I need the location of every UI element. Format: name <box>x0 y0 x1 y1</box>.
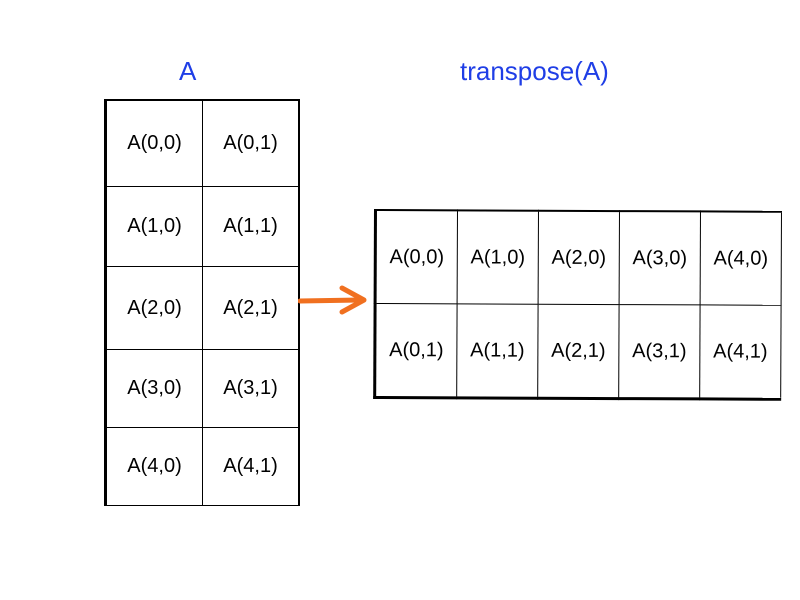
matrix-a-row: A(2,0) A(2,1) <box>105 266 300 350</box>
matrix-a-row: A(3,0) A(3,1) <box>105 349 300 428</box>
matrix-a-cell: A(2,1) <box>202 266 300 350</box>
matrix-transpose-row: A(0,0) A(1,0) A(2,0) A(3,0) A(4,0) <box>375 210 782 306</box>
matrix-transpose-cell: A(3,1) <box>618 304 701 399</box>
matrix-a-cell: A(4,0) <box>105 427 203 506</box>
matrix-a-cell: A(0,0) <box>105 99 203 187</box>
matrix-a: A(0,0) A(0,1) A(1,0) A(1,1) A(2,0) A(2,1… <box>104 99 300 506</box>
matrix-a-cell: A(4,1) <box>202 427 300 506</box>
matrix-transpose: A(0,0) A(1,0) A(2,0) A(3,0) A(4,0) A(0,1… <box>373 209 782 401</box>
matrix-transpose-cell: A(4,0) <box>700 211 782 306</box>
matrix-transpose-row: A(0,1) A(1,1) A(2,1) A(3,1) A(4,1) <box>374 303 782 400</box>
matrix-a-row: A(0,0) A(0,1) <box>105 99 300 187</box>
matrix-transpose-cell: A(2,1) <box>537 304 620 399</box>
matrix-transpose-cell: A(1,1) <box>456 303 539 399</box>
matrix-transpose-cell: A(1,0) <box>457 210 539 305</box>
matrix-a-row: A(4,0) A(4,1) <box>105 427 300 506</box>
matrix-a-cell: A(0,1) <box>202 99 300 187</box>
matrix-a-cell: A(3,1) <box>202 349 300 428</box>
right-arrow-icon <box>298 285 367 315</box>
matrix-a-cell: A(2,0) <box>105 266 203 350</box>
matrix-a-title: A <box>179 56 197 86</box>
matrix-transpose-cell: A(0,0) <box>375 210 458 304</box>
matrix-a-cell: A(1,0) <box>105 186 203 267</box>
transpose-title: transpose(A) <box>460 56 609 86</box>
matrix-a-row: A(1,0) A(1,1) <box>105 186 300 267</box>
matrix-transpose-cell: A(2,0) <box>538 210 620 305</box>
matrix-a-cell: A(3,0) <box>105 349 203 428</box>
matrix-transpose-cell: A(4,1) <box>699 304 782 400</box>
matrix-transpose-cell: A(3,0) <box>619 211 701 305</box>
matrix-a-cell: A(1,1) <box>202 186 300 267</box>
matrix-transpose-cell: A(0,1) <box>374 303 458 398</box>
